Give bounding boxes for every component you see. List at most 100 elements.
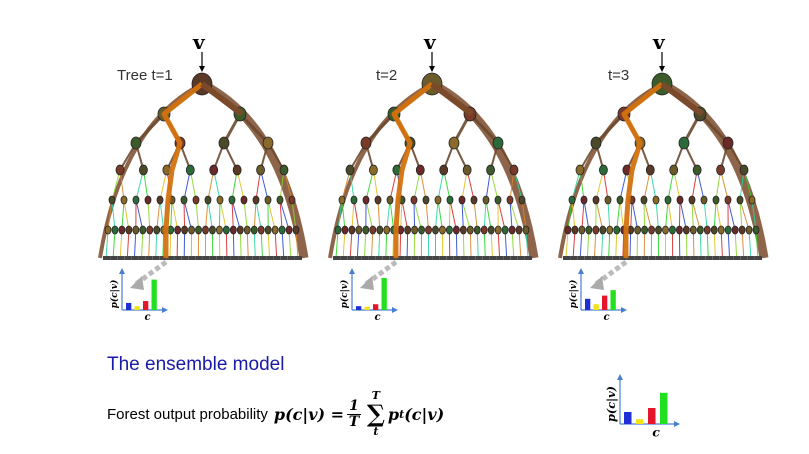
- tree-branch: [267, 229, 271, 259]
- split-node: [710, 225, 718, 235]
- tree-branch: [239, 229, 242, 259]
- tree-branch: [629, 229, 632, 259]
- hist-bar: [143, 301, 149, 310]
- split-node: [487, 225, 495, 235]
- leaf-node: [216, 256, 224, 260]
- split-node: [700, 195, 708, 205]
- leaf-arrowhead: [360, 276, 374, 290]
- split-node: [144, 195, 152, 205]
- split-node: [676, 195, 684, 205]
- leaf-node: [209, 256, 217, 260]
- tree-branch: [699, 229, 702, 259]
- split-node: [362, 225, 370, 235]
- leaf-node: [174, 256, 182, 260]
- leaf-node: [389, 256, 397, 260]
- leaf-node: [641, 256, 649, 260]
- tree-branch: [279, 199, 290, 231]
- leaf-node: [382, 256, 390, 260]
- leaf-node: [525, 256, 532, 260]
- split-node: [492, 136, 504, 150]
- split-node: [518, 195, 526, 205]
- split-node: [236, 225, 244, 235]
- root-right-branch: [660, 81, 704, 117]
- hist-xlabel: c: [603, 312, 609, 323]
- leaf-node: [181, 256, 189, 260]
- split-node: [641, 225, 648, 235]
- split-node: [446, 225, 453, 235]
- tree-1-label: Tree t=1: [117, 67, 173, 84]
- tree-branch: [643, 199, 653, 231]
- tree-branch: [511, 229, 515, 259]
- leaf-node: [598, 256, 606, 260]
- split-node: [480, 225, 488, 235]
- split-node: [696, 225, 704, 235]
- split-node: [202, 225, 209, 235]
- leaf-node: [347, 256, 355, 260]
- split-node: [292, 225, 300, 235]
- leaf-node: [698, 256, 706, 260]
- leaf-node: [103, 256, 110, 260]
- split-node: [716, 164, 725, 176]
- hist-xlabel: c: [144, 312, 150, 323]
- tree-branch: [363, 229, 367, 259]
- tree-branch: [619, 199, 625, 231]
- tree-branch: [204, 199, 209, 231]
- split-node: [108, 195, 116, 205]
- split-node: [722, 136, 734, 150]
- hist-xlabel: c: [374, 312, 380, 323]
- leaf-node: [563, 256, 570, 260]
- split-node: [434, 195, 442, 205]
- tree-branch: [734, 229, 738, 259]
- split-node: [132, 225, 140, 235]
- split-node: [736, 195, 744, 205]
- tree-branch: [105, 229, 109, 259]
- tree-branch: [274, 229, 278, 259]
- tree-branch: [365, 199, 374, 231]
- split-node: [338, 195, 346, 205]
- split-node: [466, 225, 474, 235]
- leaf-node: [259, 256, 267, 260]
- tree-branch: [497, 199, 506, 231]
- tree-branch: [159, 199, 165, 231]
- split-node: [278, 225, 286, 235]
- split-node: [218, 136, 230, 150]
- tree-branch: [356, 229, 360, 259]
- leaf-node: [655, 256, 663, 260]
- leaf-node: [295, 256, 302, 260]
- tree-branch: [353, 199, 360, 231]
- tree-branch: [126, 229, 130, 259]
- decision-path: [391, 82, 434, 258]
- tree-1-histogram: p(c|v)c: [109, 268, 168, 323]
- tree-branch: [715, 199, 722, 231]
- tree-branch: [156, 199, 161, 231]
- split-node: [439, 225, 446, 235]
- tree-branch: [755, 229, 759, 259]
- leaf-node: [676, 256, 684, 260]
- split-node: [276, 195, 284, 205]
- split-node: [146, 225, 154, 235]
- leaf-node: [110, 256, 118, 260]
- split-node: [648, 225, 655, 235]
- tree-branch: [171, 199, 179, 231]
- tree-branch: [218, 199, 221, 231]
- split-node: [181, 225, 188, 235]
- split-node: [222, 225, 230, 235]
- tree-branch: [267, 199, 276, 231]
- hist-x-arrowhead: [674, 421, 680, 427]
- split-node: [130, 136, 142, 150]
- split-node: [256, 164, 265, 176]
- tree-branch: [260, 229, 263, 259]
- tree-branch: [147, 199, 151, 231]
- formula-num: 1: [347, 397, 361, 415]
- tree-branch: [112, 229, 116, 259]
- tree-branch: [691, 199, 701, 231]
- tree-branch: [601, 229, 604, 259]
- split-node: [585, 225, 593, 235]
- hist-bar: [660, 392, 668, 424]
- tree-branch: [232, 229, 235, 259]
- tree-branch: [607, 199, 611, 231]
- tree-branch: [349, 229, 353, 259]
- tree-branch: [469, 229, 472, 259]
- leaf-node: [577, 256, 585, 260]
- tree-branch: [713, 199, 717, 231]
